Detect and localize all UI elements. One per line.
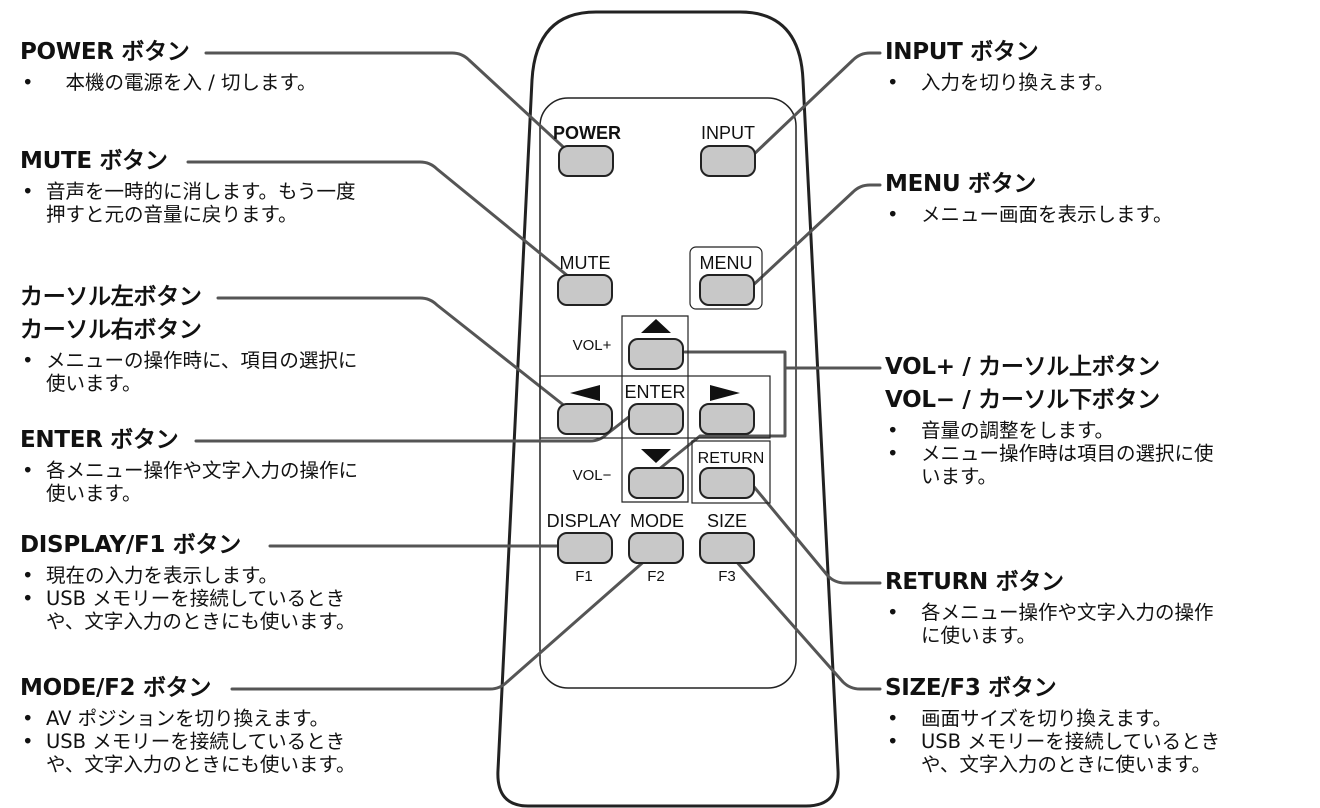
leader-power xyxy=(204,51,575,158)
menu-button-frame xyxy=(689,246,763,310)
callout-size-item-2-cont: や、文字入力のときに使います。 xyxy=(921,753,1211,776)
callout-cursor-item-cont: 使います。 xyxy=(46,372,142,395)
enter-label: ENTER xyxy=(624,382,685,402)
callout-vol-item-2: メニュー操作時は項目の選択に使 xyxy=(885,442,1214,465)
callout-size: SIZE/F3 ボタン 画面サイズを切り換えます。 USB メモリーを接続してい… xyxy=(885,674,1220,776)
vol-minus-button[interactable] xyxy=(628,467,684,499)
callout-menu: MENU ボタン メニュー画面を表示します。 xyxy=(885,170,1173,226)
vol-minus-label: VOL− xyxy=(573,467,612,484)
callout-display-item-2: USB メモリーを接続しているとき xyxy=(20,587,355,610)
callout-power-title: POWER ボタン xyxy=(20,39,190,65)
callout-menu-item: メニュー画面を表示します。 xyxy=(885,203,1173,226)
mute-button[interactable] xyxy=(557,274,613,306)
callout-size-item-2: USB メモリーを接続しているとき xyxy=(885,730,1220,753)
input-label: INPUT xyxy=(701,123,755,143)
callout-mode-item-2-cont: や、文字入力のときにも使います。 xyxy=(46,753,356,776)
callout-cursor-item: メニューの操作時に、項目の選択に xyxy=(20,349,357,372)
power-button[interactable] xyxy=(558,145,614,177)
callout-return-title: RETURN ボタン xyxy=(885,569,1064,595)
menu-label: MENU xyxy=(700,253,753,273)
size-button[interactable] xyxy=(699,532,755,564)
vol-plus-label: VOL+ xyxy=(573,337,612,354)
callout-mute: MUTE ボタン 音声を一時的に消します。もう一度 押すと元の音量に戻ります。 xyxy=(20,147,355,226)
callout-size-title: SIZE/F3 ボタン xyxy=(885,675,1057,701)
callout-menu-title: MENU ボタン xyxy=(885,171,1037,197)
callout-cursor-title-left: カーソル左ボタン xyxy=(20,284,202,310)
triangle-up-icon xyxy=(641,319,671,333)
leader-lines xyxy=(186,51,882,691)
callout-display: DISPLAY/F1 ボタン 現在の入力を表示します。 USB メモリーを接続し… xyxy=(20,531,355,633)
leader-input xyxy=(750,51,882,158)
callout-mode: MODE/F2 ボタン AV ポジションを切り換えます。 USB メモリーを接続… xyxy=(20,674,355,776)
callout-display-title: DISPLAY/F1 ボタン xyxy=(20,532,241,558)
callout-display-item-2-cont: や、文字入力のときにも使います。 xyxy=(46,610,356,633)
leader-cursor xyxy=(216,296,568,409)
power-label: POWER xyxy=(553,123,621,143)
mode-label: MODE xyxy=(630,511,684,531)
callout-vol-title-up: VOL+ / カーソル上ボタン xyxy=(885,354,1160,380)
callout-mode-item-2: USB メモリーを接続しているとき xyxy=(20,730,355,753)
leader-vol xyxy=(683,350,882,370)
callout-mode-item-1: AV ポジションを切り換えます。 xyxy=(20,707,355,730)
callout-return-item: 各メニュー操作や文字入力の操作 xyxy=(885,601,1214,624)
callout-power: POWER ボタン 本機の電源を入 / 切します。 xyxy=(20,38,317,94)
callout-return-item-cont: に使います。 xyxy=(921,624,1037,647)
cursor-group-frame xyxy=(539,375,771,439)
enter-button[interactable] xyxy=(628,403,684,435)
callout-vol-title-down: VOL− / カーソル下ボタン xyxy=(885,387,1160,413)
f2-label: F2 xyxy=(647,568,665,585)
callout-input: INPUT ボタン 入力を切り換えます。 xyxy=(885,38,1114,94)
display-label: DISPLAY xyxy=(547,511,622,531)
input-button[interactable] xyxy=(700,145,756,177)
mute-label: MUTE xyxy=(560,253,611,273)
callout-mode-title: MODE/F2 ボタン xyxy=(20,675,212,701)
return-label: RETURN xyxy=(698,450,765,467)
vol-plus-button[interactable] xyxy=(628,338,684,370)
size-label: SIZE xyxy=(707,511,747,531)
display-button[interactable] xyxy=(557,532,613,564)
callout-input-item: 入力を切り換えます。 xyxy=(885,71,1114,94)
cursor-right-button[interactable] xyxy=(699,403,755,435)
triangle-left-icon xyxy=(570,385,600,401)
triangle-right-icon xyxy=(710,385,740,401)
vol-group-frame xyxy=(621,315,689,503)
callout-mute-title: MUTE ボタン xyxy=(20,148,168,174)
leader-vol-down xyxy=(656,366,787,472)
callout-enter-item: 各メニュー操作や文字入力の操作に xyxy=(20,459,358,482)
menu-button[interactable] xyxy=(699,274,755,306)
callout-vol: VOL+ / カーソル上ボタン VOL− / カーソル下ボタン 音量の調整をしま… xyxy=(885,353,1214,488)
callout-vol-item-1: 音量の調整をします。 xyxy=(885,419,1214,442)
leader-return xyxy=(748,480,882,585)
leader-mode xyxy=(230,556,650,691)
callout-enter-title: ENTER ボタン xyxy=(20,427,179,453)
return-button-frame xyxy=(691,440,771,504)
f3-label: F3 xyxy=(718,568,736,585)
callout-input-title: INPUT ボタン xyxy=(885,39,1039,65)
callout-power-item: 本機の電源を入 / 切します。 xyxy=(20,71,317,94)
mode-button[interactable] xyxy=(628,532,684,564)
callout-enter-item-cont: 使います。 xyxy=(46,482,142,505)
triangle-down-icon xyxy=(641,449,671,463)
callout-display-item-1: 現在の入力を表示します。 xyxy=(20,564,355,587)
callout-enter: ENTER ボタン 各メニュー操作や文字入力の操作に 使います。 xyxy=(20,426,358,505)
leader-menu xyxy=(748,183,882,290)
leader-size xyxy=(733,558,882,691)
callout-mute-item-cont: 押すと元の音量に戻ります。 xyxy=(46,203,298,226)
callout-mute-item: 音声を一時的に消します。もう一度 xyxy=(20,180,355,203)
return-button[interactable] xyxy=(699,467,755,499)
callout-cursor-title-right: カーソル右ボタン xyxy=(20,317,202,343)
callout-size-item-1: 画面サイズを切り換えます。 xyxy=(885,707,1220,730)
callout-return: RETURN ボタン 各メニュー操作や文字入力の操作 に使います。 xyxy=(885,568,1214,647)
cursor-left-button[interactable] xyxy=(557,403,613,435)
callout-cursor: カーソル左ボタン カーソル右ボタン メニューの操作時に、項目の選択に 使います。 xyxy=(20,283,357,395)
f1-label: F1 xyxy=(575,568,593,585)
callout-vol-item-2-cont: います。 xyxy=(921,465,998,488)
leader-mute xyxy=(186,160,576,283)
